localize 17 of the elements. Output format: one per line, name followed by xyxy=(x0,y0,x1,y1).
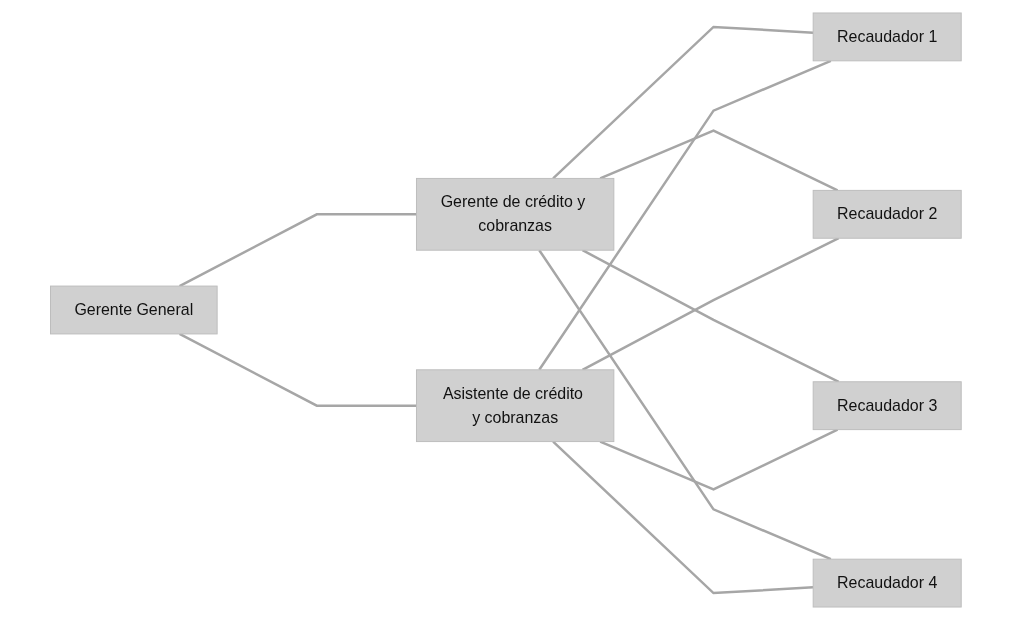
node-box: Asistente de crédito y cobranzas xyxy=(416,369,615,443)
connector xyxy=(599,428,839,491)
connector xyxy=(582,249,840,383)
connector xyxy=(599,129,839,192)
connector xyxy=(538,249,832,561)
node-box: Gerente de crédito y cobranzas xyxy=(416,177,615,251)
node-box: Recaudador 2 xyxy=(812,189,962,239)
connector xyxy=(582,237,840,371)
node-box: Recaudador 1 xyxy=(812,12,962,62)
connector xyxy=(538,59,832,371)
connector xyxy=(179,332,417,407)
connector xyxy=(179,213,417,288)
node-box: Recaudador 3 xyxy=(812,381,962,431)
connector xyxy=(552,440,814,595)
connector xyxy=(552,25,814,180)
node-box: Recaudador 4 xyxy=(812,558,962,608)
node-box: Gerente General xyxy=(50,285,218,335)
